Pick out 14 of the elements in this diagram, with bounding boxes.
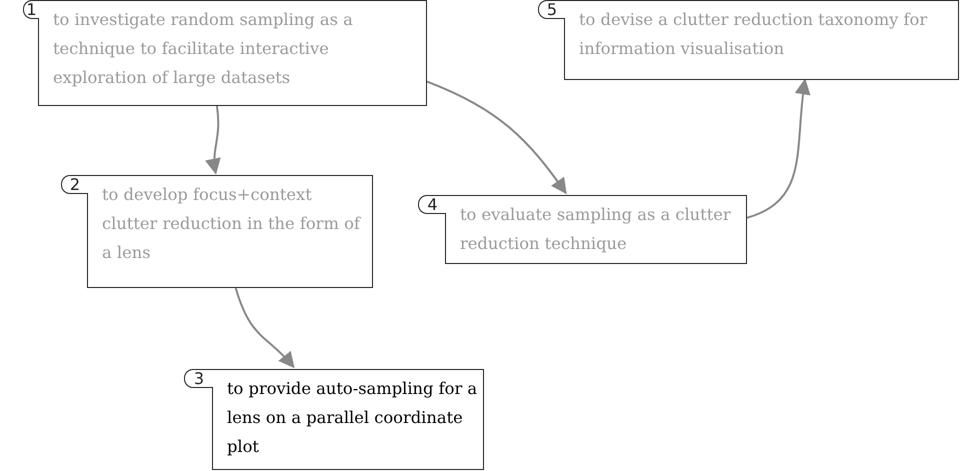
number-tab: 4 [418,194,446,214]
arrow [206,106,222,175]
goal-text: to develop focus+context clutter reduction in the form of a lens [102,184,362,264]
number-tab: 2 [61,174,88,194]
goal-text: to provide auto-sampling for a lens on a parallel coordinate plot [227,378,478,458]
number-tab: 3 [184,368,213,388]
goal-text: to devise a clutter reduction taxonomy for information visualisation [579,9,928,60]
arrow [746,78,811,219]
arrow [426,80,567,194]
goal-text: to investigate random sampling as a technique to facilitate interactive exploration of large datasets [53,9,354,89]
arrow [234,288,295,368]
goal-text: to evaluate sampling as a clutter reduction technique [460,204,732,255]
number-tab: 5 [538,0,565,19]
number-tab: 1 [23,0,39,19]
